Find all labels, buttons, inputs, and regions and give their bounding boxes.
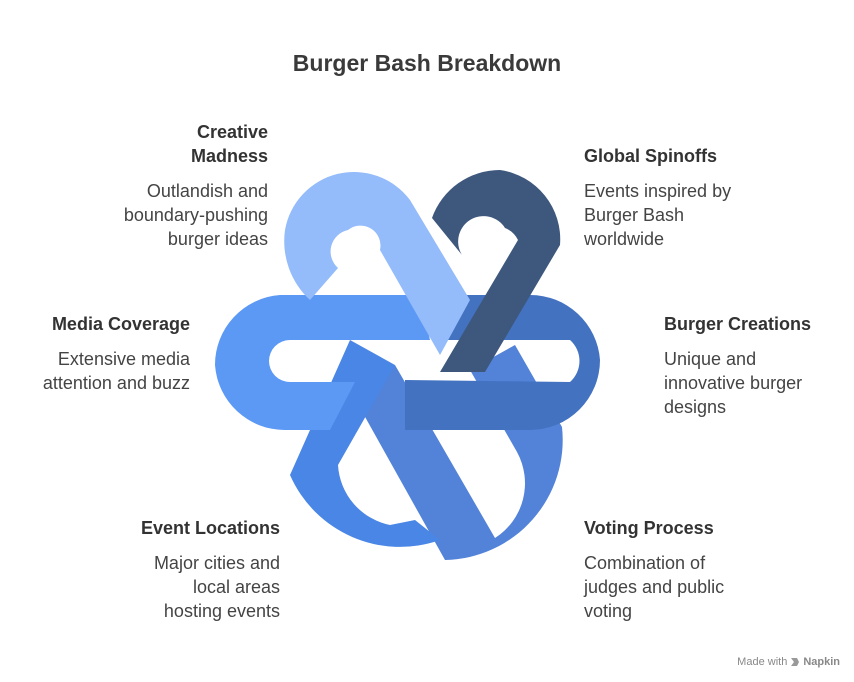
made-with-napkin-badge[interactable]: Made with Napkin [737, 656, 840, 668]
loop-creative-madness [284, 171, 470, 355]
item-description: Unique and innovative burger designs [664, 349, 803, 417]
item-heading: Burger Creations [664, 314, 812, 334]
loop-global-spinoffs [432, 169, 561, 372]
item-description: Combination of judges and public voting [584, 553, 725, 621]
napkin-brand-label: Napkin [803, 656, 840, 668]
item-heading: Event Locations [140, 518, 280, 538]
item-heading: Media Coverage [51, 314, 190, 334]
item-description: Outlandish and boundary-pushing burger i… [123, 181, 268, 249]
item-description: Events inspired by Burger Bash worldwide [584, 181, 732, 249]
item-voting-process: Voting Process Combination of judges and… [584, 516, 814, 623]
item-description: Major cities and local areas hosting eve… [153, 553, 280, 621]
page-title: Burger Bash Breakdown [292, 50, 562, 76]
item-global-spinoffs: Global Spinoffs Events inspired by Burge… [584, 144, 814, 251]
item-burger-creations: Burger Creations Unique and innovative b… [664, 312, 844, 419]
made-with-label: Made with [737, 656, 788, 668]
item-creative-madness: Creative Madness Outlandish and boundary… [60, 120, 268, 251]
item-description: Extensive media attention and buzz [42, 349, 190, 393]
napkin-logo-icon [791, 658, 800, 666]
item-media-coverage: Media Coverage Extensive media attention… [10, 312, 190, 395]
loop-media-coverage [214, 295, 430, 431]
item-heading: Global Spinoffs [584, 146, 717, 166]
item-event-locations: Event Locations Major cities and local a… [60, 516, 280, 623]
item-heading: Voting Process [584, 518, 714, 538]
item-heading: Creative Madness [190, 122, 268, 166]
